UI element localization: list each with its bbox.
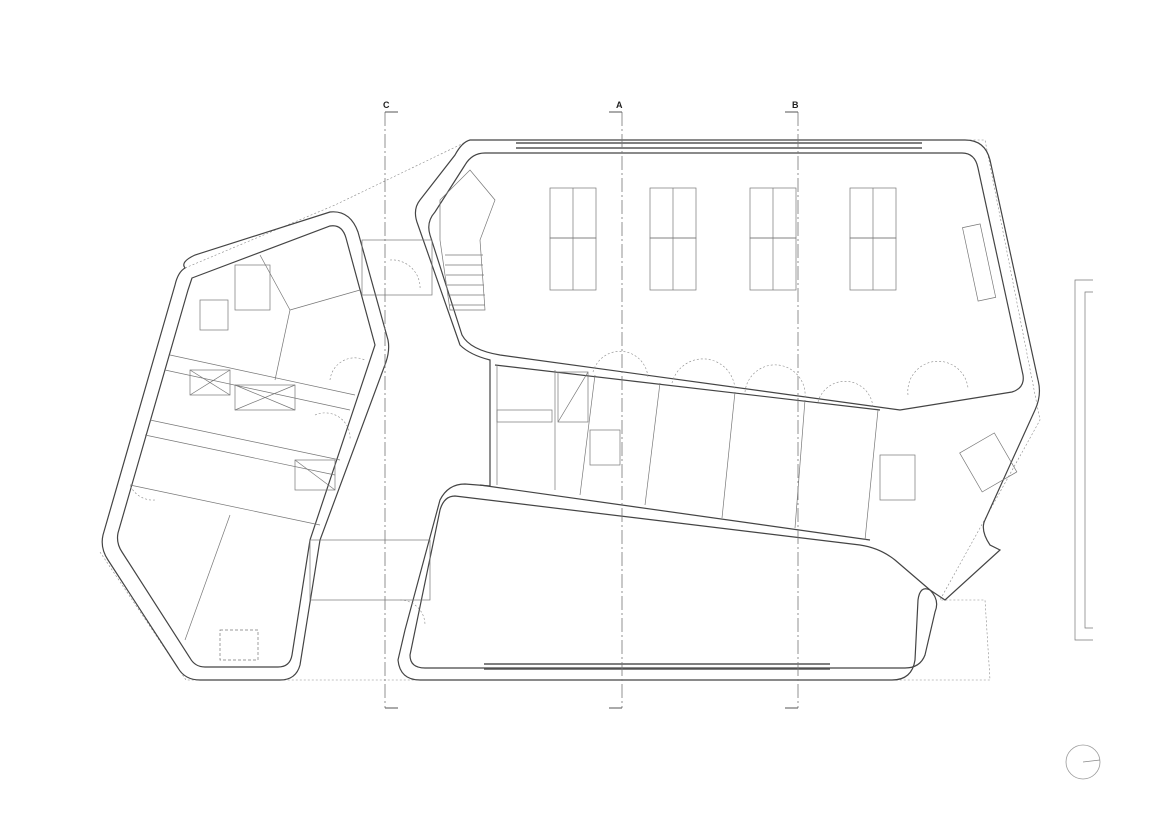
door-swings <box>129 259 969 626</box>
section-line-b: B <box>785 100 799 709</box>
left-wing-inner-wall <box>116 225 376 668</box>
staircase <box>439 169 496 311</box>
section-line-a: A <box>609 100 623 709</box>
section-label-b: B <box>792 100 799 110</box>
windows-north <box>516 142 922 149</box>
windows-south <box>484 663 830 670</box>
section-line-c: C <box>383 100 398 709</box>
compass-icon <box>1065 744 1101 780</box>
corridor-south-wall <box>479 484 871 541</box>
workstations <box>549 187 1018 501</box>
main-building-inner-wall <box>428 152 1024 411</box>
adjacent-building <box>1074 279 1093 641</box>
section-label-c: C <box>383 100 390 110</box>
south-hall-wall <box>409 495 938 669</box>
section-label-a: A <box>616 100 623 110</box>
main-building-outer-wall <box>397 139 1041 681</box>
corridor-rooms <box>496 365 879 541</box>
left-wing-outer-wall <box>101 211 390 681</box>
corridor-north-wall <box>494 364 881 411</box>
left-wing-rooms <box>129 239 433 661</box>
